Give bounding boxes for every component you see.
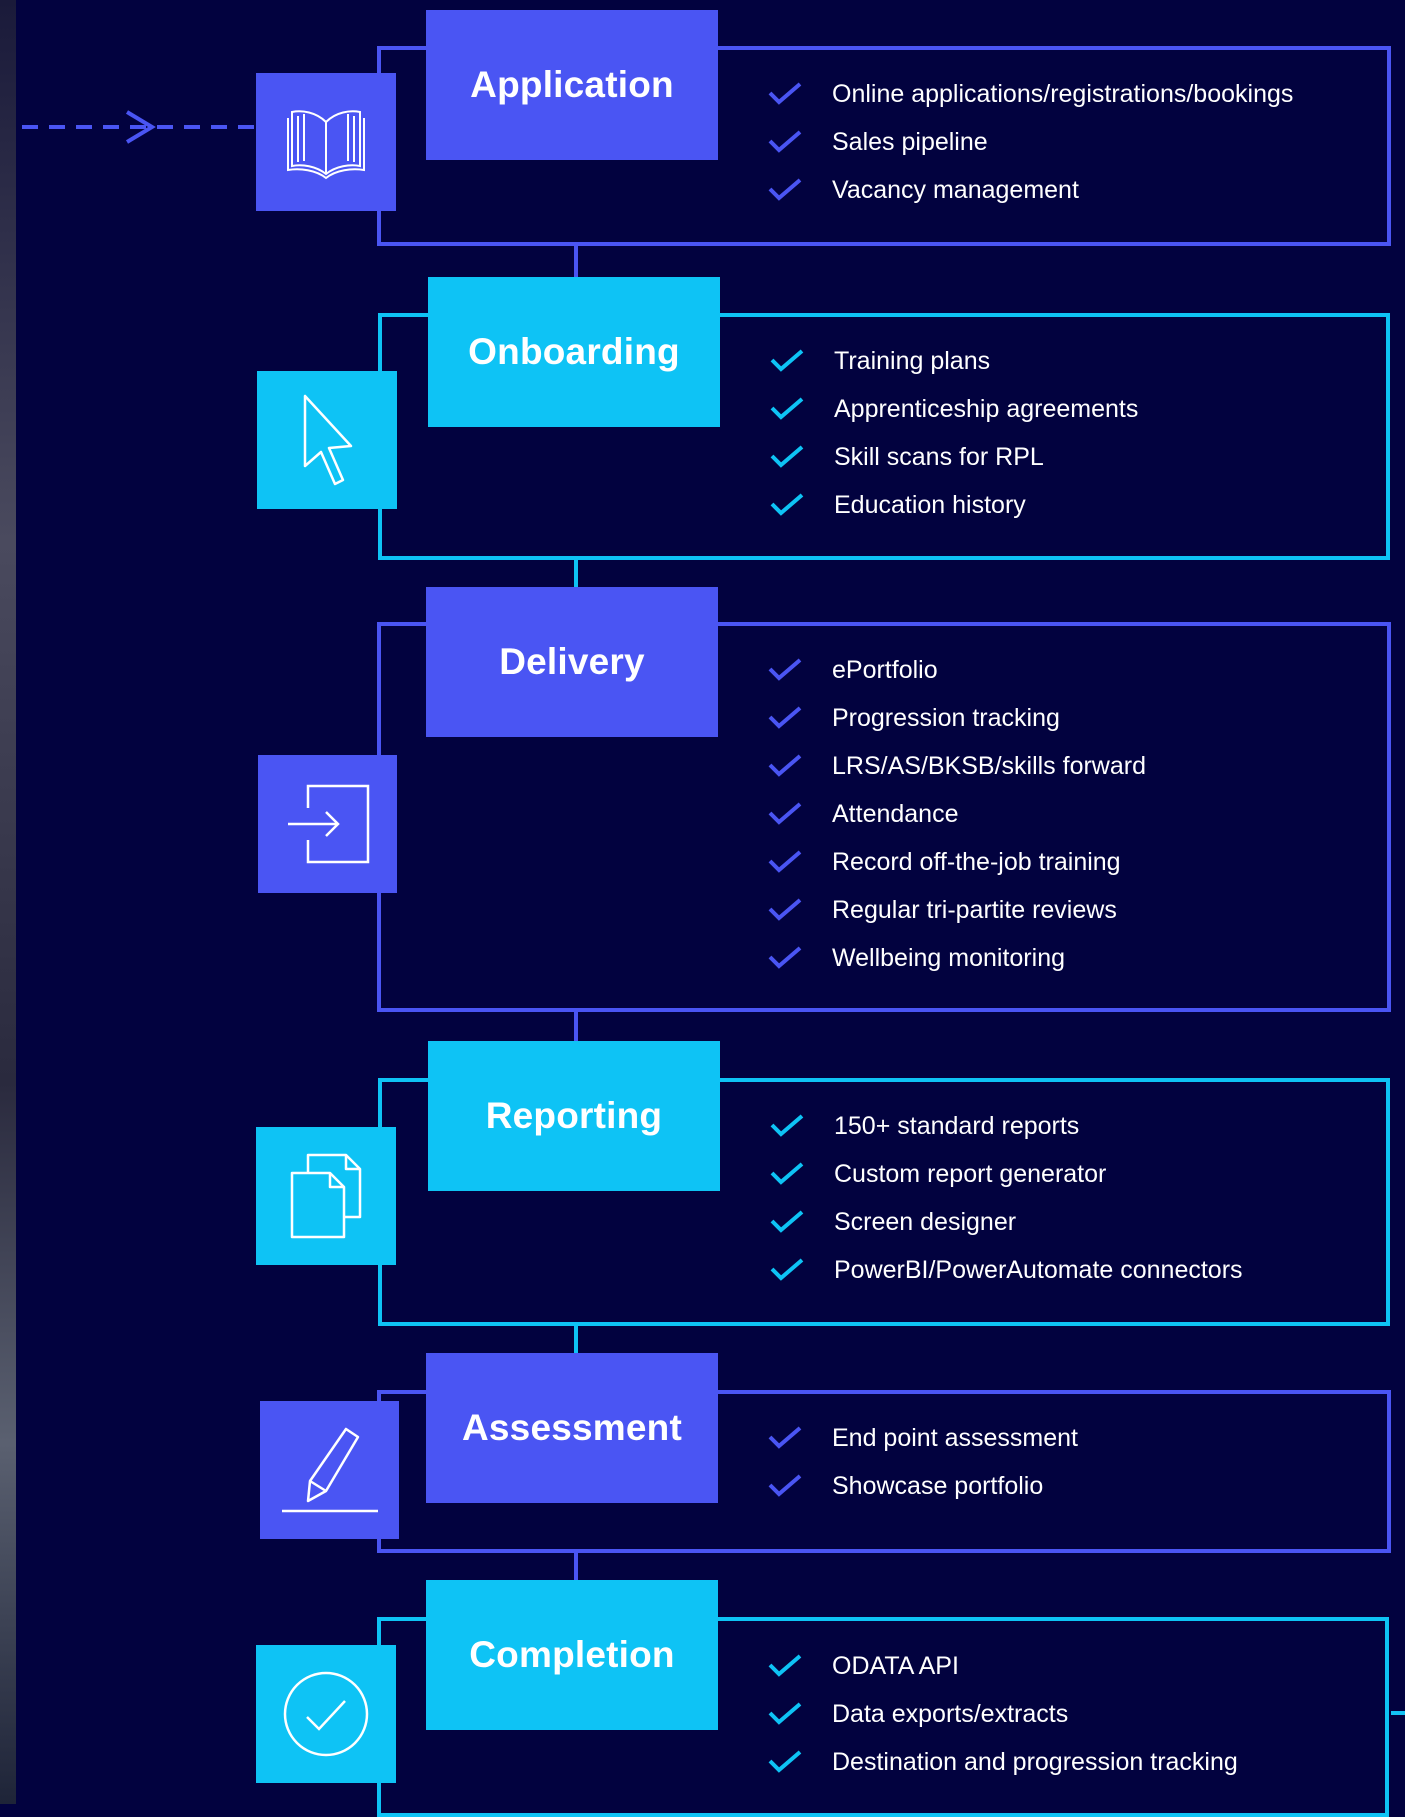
list-item-label: End point assessment bbox=[832, 1423, 1078, 1452]
list-item-label: Sales pipeline bbox=[832, 127, 988, 156]
check-icon bbox=[768, 130, 802, 153]
list-item: End point assessment bbox=[768, 1414, 1078, 1462]
list-item-label: Skill scans for RPL bbox=[834, 442, 1044, 471]
connector-line bbox=[574, 1324, 578, 1354]
list-item-label: Training plans bbox=[834, 346, 991, 375]
check-icon bbox=[770, 493, 804, 516]
documents-icon bbox=[256, 1127, 396, 1265]
cursor-icon bbox=[257, 371, 397, 509]
stage-reporting-list: 150+ standard reports Custom report gene… bbox=[770, 1102, 1243, 1294]
list-item-label: Wellbeing monitoring bbox=[832, 943, 1065, 972]
list-item: Training plans bbox=[770, 337, 1138, 385]
list-item: ePortfolio bbox=[768, 646, 1146, 694]
list-item-label: PowerBI/PowerAutomate connectors bbox=[834, 1255, 1243, 1284]
list-item-label: 150+ standard reports bbox=[834, 1111, 1080, 1140]
check-icon bbox=[768, 946, 802, 969]
list-item: Record off-the-job training bbox=[768, 838, 1146, 886]
list-item: ODATA API bbox=[768, 1642, 1238, 1690]
list-item-label: Showcase portfolio bbox=[832, 1471, 1044, 1500]
list-item: 150+ standard reports bbox=[770, 1102, 1243, 1150]
exit-connector bbox=[1391, 1711, 1405, 1715]
stage-completion-title: Completion bbox=[426, 1580, 718, 1730]
list-item-label: Attendance bbox=[832, 799, 959, 828]
list-item-label: Online applications/registrations/bookin… bbox=[832, 79, 1294, 108]
stage-application-list: Online applications/registrations/bookin… bbox=[768, 70, 1293, 214]
entry-arrow bbox=[22, 110, 256, 144]
list-item: PowerBI/PowerAutomate connectors bbox=[770, 1246, 1243, 1294]
stage-application-title: Application bbox=[426, 10, 718, 160]
list-item-label: ePortfolio bbox=[832, 655, 938, 684]
check-icon bbox=[768, 82, 802, 105]
check-icon bbox=[770, 1162, 804, 1185]
check-icon bbox=[768, 850, 802, 873]
list-item: Education history bbox=[770, 481, 1138, 529]
list-item: LRS/AS/BKSB/skills forward bbox=[768, 742, 1146, 790]
list-item: Skill scans for RPL bbox=[770, 433, 1138, 481]
check-icon bbox=[768, 1654, 802, 1677]
list-item-label: Screen designer bbox=[834, 1207, 1017, 1236]
stage-completion-list: ODATA API Data exports/extracts Destinat… bbox=[768, 1642, 1238, 1786]
list-item-label: Destination and progression tracking bbox=[832, 1747, 1238, 1776]
list-item: Data exports/extracts bbox=[768, 1690, 1238, 1738]
stage-onboarding-title: Onboarding bbox=[428, 277, 720, 427]
list-item: Attendance bbox=[768, 790, 1146, 838]
list-item-label: Progression tracking bbox=[832, 703, 1060, 732]
background-photo-strip bbox=[0, 0, 16, 1804]
connector-line bbox=[574, 244, 578, 280]
stage-onboarding-list: Training plans Apprenticeship agreements… bbox=[770, 337, 1138, 529]
check-circle-icon bbox=[256, 1645, 396, 1783]
sign-in-icon bbox=[258, 755, 397, 893]
list-item-label: Vacancy management bbox=[832, 175, 1079, 204]
list-item: Showcase portfolio bbox=[768, 1462, 1078, 1510]
list-item: Destination and progression tracking bbox=[768, 1738, 1238, 1786]
stage-delivery-title: Delivery bbox=[426, 587, 718, 737]
stage-assessment-list: End point assessment Showcase portfolio bbox=[768, 1414, 1078, 1510]
list-item-label: Education history bbox=[834, 490, 1026, 519]
connector-line bbox=[574, 1010, 578, 1044]
check-icon bbox=[770, 1114, 804, 1137]
list-item: Wellbeing monitoring bbox=[768, 934, 1146, 982]
check-icon bbox=[770, 1210, 804, 1233]
list-item: Vacancy management bbox=[768, 166, 1293, 214]
connector-line bbox=[574, 558, 578, 588]
connector-line bbox=[574, 1551, 578, 1583]
list-item-label: ODATA API bbox=[832, 1651, 959, 1680]
list-item: Regular tri-partite reviews bbox=[768, 886, 1146, 934]
book-icon bbox=[256, 73, 396, 211]
check-icon bbox=[770, 1258, 804, 1281]
check-icon bbox=[768, 658, 802, 681]
stage-reporting-title: Reporting bbox=[428, 1041, 720, 1191]
list-item-label: Custom report generator bbox=[834, 1159, 1107, 1188]
check-icon bbox=[770, 397, 804, 420]
check-icon bbox=[768, 802, 802, 825]
pencil-icon bbox=[260, 1401, 399, 1539]
check-icon bbox=[770, 445, 804, 468]
list-item-label: Record off-the-job training bbox=[832, 847, 1121, 876]
check-icon bbox=[768, 898, 802, 921]
stage-delivery-list: ePortfolio Progression tracking LRS/AS/B… bbox=[768, 646, 1146, 982]
check-icon bbox=[768, 1702, 802, 1725]
list-item: Apprenticeship agreements bbox=[770, 385, 1138, 433]
list-item: Progression tracking bbox=[768, 694, 1146, 742]
check-icon bbox=[768, 1750, 802, 1773]
list-item-label: Apprenticeship agreements bbox=[834, 394, 1139, 423]
check-icon bbox=[768, 178, 802, 201]
check-icon bbox=[770, 349, 804, 372]
list-item: Online applications/registrations/bookin… bbox=[768, 70, 1293, 118]
check-icon bbox=[768, 1426, 802, 1449]
check-icon bbox=[768, 754, 802, 777]
check-icon bbox=[768, 706, 802, 729]
list-item: Sales pipeline bbox=[768, 118, 1293, 166]
list-item-label: Regular tri-partite reviews bbox=[832, 895, 1117, 924]
check-icon bbox=[768, 1474, 802, 1497]
list-item: Custom report generator bbox=[770, 1150, 1243, 1198]
stage-assessment-title: Assessment bbox=[426, 1353, 718, 1503]
list-item-label: LRS/AS/BKSB/skills forward bbox=[832, 751, 1146, 780]
list-item: Screen designer bbox=[770, 1198, 1243, 1246]
list-item-label: Data exports/extracts bbox=[832, 1699, 1069, 1728]
